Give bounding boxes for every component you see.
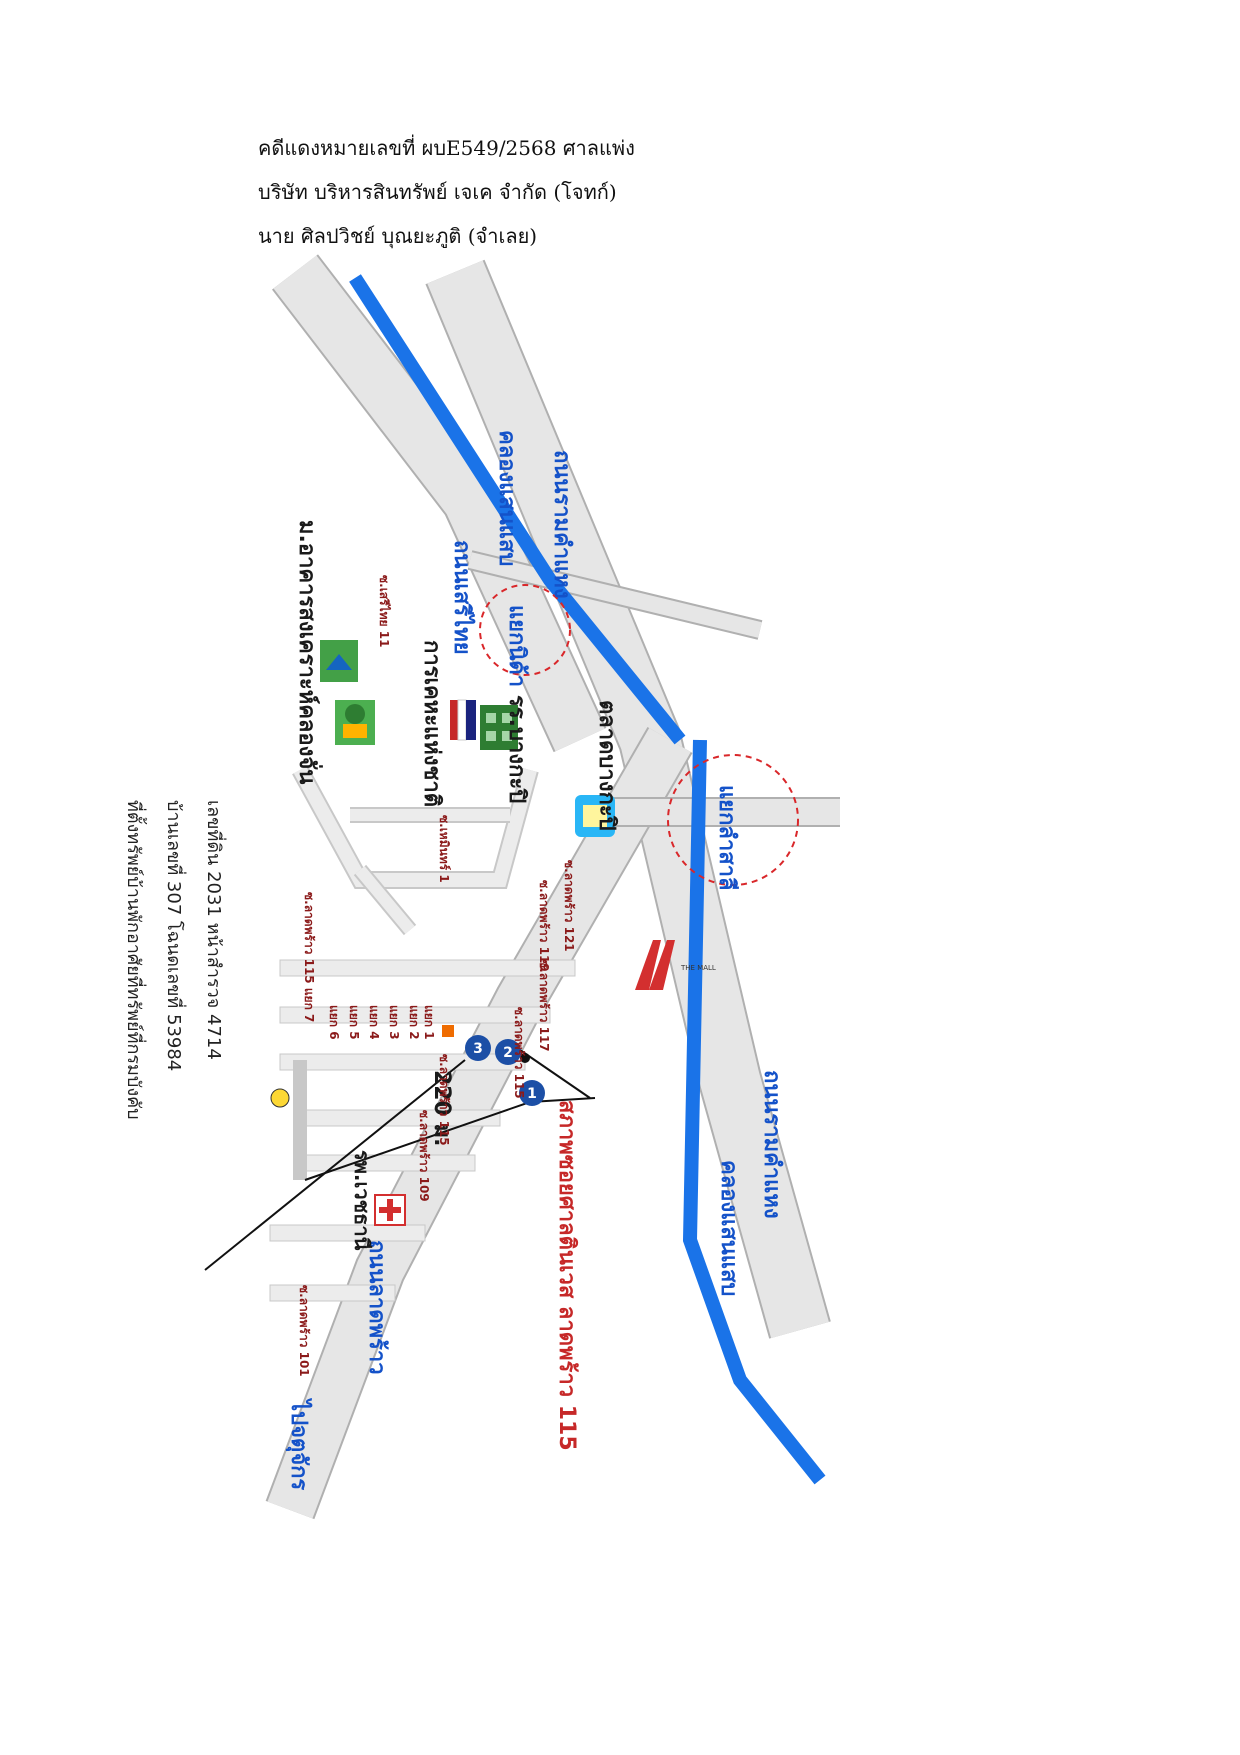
lam-sali-intersection-label: แยกลำสาลี <box>714 785 739 891</box>
seri-thai-11-label: ซ.เสรีไทย 11 <box>377 575 392 647</box>
school-building-icon <box>480 705 518 750</box>
soi-condition-label: สภาพซอยศาลตินเวส ลาดพร้าว 115 <box>554 1100 579 1451</box>
distance-label: 220 ม. <box>429 1070 454 1146</box>
school-flag-icon <box>450 699 476 741</box>
handwritten-note-line1: ที่ตั้งทรัพย์บ้านพักอาศัยที่ทรัพย์ที่กรม… <box>123 800 147 1120</box>
soi-119-label: ซ.ลาดพร้าว 119 <box>537 880 551 972</box>
hemin-soi-label: ซ.เหมินทร์ 1 <box>437 815 451 883</box>
property-anchor-dot <box>520 1053 530 1063</box>
case-number-line: คดีแดงหมายเลขที่ ผบE549/2568 ศาลแพ่ง <box>258 136 635 160</box>
property-markers: 1 2 3 <box>204 1025 596 1271</box>
market-icon <box>575 795 615 837</box>
svg-text:1: 1 <box>527 1086 537 1102</box>
ramkhamhaeng-road-label-upper: ถนนรามคำแหง <box>549 450 574 599</box>
lat-phrao-road-label: ถนนลาดพร้าว <box>364 1240 389 1375</box>
hospital-cross-icon <box>374 1194 406 1226</box>
saen-saep-canal-label-upper: คลองแสนแสบ <box>494 430 519 566</box>
svg-text:3: 3 <box>473 1041 483 1057</box>
market-label: ตลาดบางกะปิ <box>594 700 619 831</box>
marker-1: 1 <box>519 1080 545 1106</box>
handwritten-note-line3: เลขที่ดิน 2031 หน้าสำรวจ 4714 <box>203 800 227 1060</box>
house-marker-icon <box>442 1025 454 1037</box>
saen-saep-canal-label: คลองแสนแสบ <box>716 1160 741 1296</box>
branch-5-label: แยก 5 <box>347 1005 361 1040</box>
saen-saep-canal-lower <box>682 739 826 1485</box>
branch-2-label: แยก 2 <box>407 1005 421 1040</box>
the-mall-logo: THE MALL <box>635 940 716 990</box>
nida-intersection-circle <box>479 584 571 676</box>
school-label: รร.บางกะปิ <box>504 695 529 803</box>
community-icon <box>320 640 358 682</box>
branch-3-label: แยก 3 <box>387 1005 401 1040</box>
plaintiff-line: บริษัท บริหารสินทรัพย์ เจเค จำกัด (โจทก์… <box>258 180 617 204</box>
intersections-layer <box>479 584 799 886</box>
canals-layer <box>349 274 826 1485</box>
saen-saep-canal <box>349 274 686 745</box>
handwritten-note-line2: บ้านเลขที่ 307 โฉนดเลขที่ 53984 <box>163 800 187 1071</box>
soi-115-7-label: ซ.ลาดพร้าว 115 แยก 7 <box>302 892 316 1022</box>
community-label: ม.อาคารสงเคราะห์คลองจั่น <box>294 520 324 784</box>
housing-icon <box>335 700 375 745</box>
branch-1-label: แยก 1 <box>422 1005 436 1040</box>
soi-117-label: ซ.ลาดพร้าว 117 <box>537 960 551 1052</box>
svg-text:2: 2 <box>503 1045 513 1061</box>
defendant-line: นาย ศิลปวิชย์ บุณยะภูติ (จำเลย) <box>258 224 538 248</box>
branch-6-label: แยก 6 <box>327 1005 341 1040</box>
soi-121-label: ซ.ลาดพร้าว 121 <box>562 860 576 952</box>
toll-marker-icon <box>270 1088 290 1108</box>
seri-thai-road-label: ถนนเสรีไทย <box>449 540 476 655</box>
branch-4-label: แยก 4 <box>367 1005 381 1040</box>
marker-2: 2 <box>495 1039 521 1065</box>
nida-intersection-label: แยกนิด้า <box>504 605 529 687</box>
marker-3: 3 <box>465 1035 491 1061</box>
soi-101-label: ซ.ลาดพร้าว 101 <box>297 1285 311 1377</box>
lam-sali-intersection-circle <box>667 754 799 886</box>
ramkhamhaeng-road-label: ถนนรามคำแหง <box>759 1070 784 1219</box>
soi-115-label: ซ.ลาดพร้าว 115 <box>512 1007 526 1099</box>
hospital-label: รพ.เวชธานี <box>350 1150 374 1251</box>
soi-115-label-2: ซ.ลาดพร้าว 115 <box>437 1054 451 1146</box>
soi-109-label: ซ.ลาดพร้าว 109 <box>417 1110 431 1202</box>
to-chatuchak-label: ไปจตุจักร <box>285 1398 313 1490</box>
the-mall-label: THE MALL <box>680 964 716 972</box>
icons-layer: THE MALL <box>270 640 716 1226</box>
housing-label: การเคหะแห่งชาติ <box>419 640 444 807</box>
